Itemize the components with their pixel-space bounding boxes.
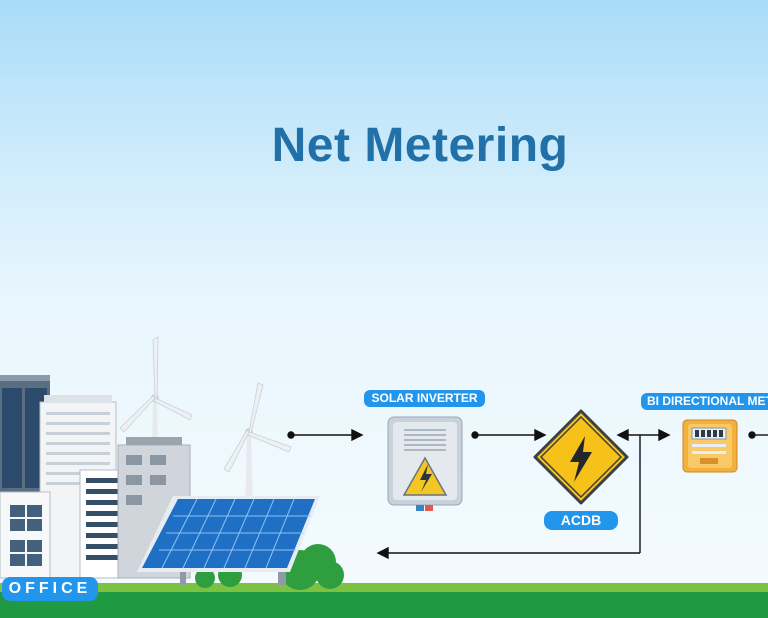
high-voltage-sign-icon xyxy=(533,409,629,505)
office-label: OFFICE xyxy=(2,577,98,601)
ground-light-grass xyxy=(0,583,768,593)
bi-directional-meter-label: BI DIRECTIONAL METER xyxy=(641,393,768,410)
page-title: Net Metering xyxy=(271,119,569,172)
solar-inverter-label: SOLAR INVERTER xyxy=(364,390,485,407)
meter-icon xyxy=(682,419,738,473)
acdb-label: ACDB xyxy=(544,511,618,530)
inverter-icon xyxy=(387,416,463,511)
office-building-icon xyxy=(0,375,191,579)
solar-panel-icon xyxy=(137,496,320,585)
ground-grass xyxy=(0,592,768,618)
flow-arrows xyxy=(287,428,768,560)
